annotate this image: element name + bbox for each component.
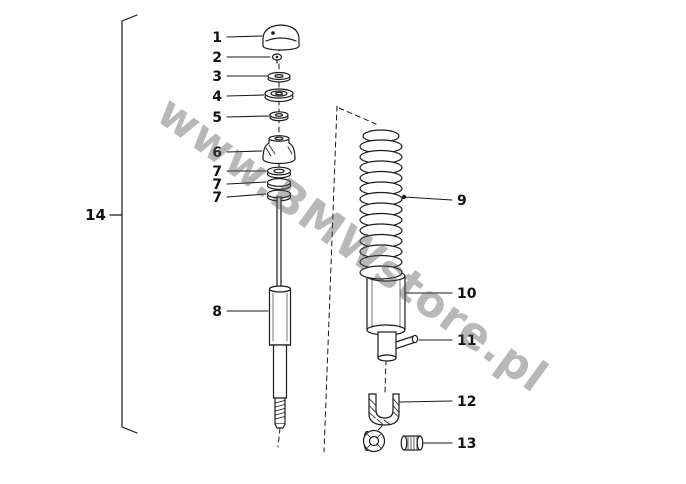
part-cap [262, 24, 300, 51]
callout-7a: 7 [212, 164, 222, 180]
callout-7c: 7 [212, 190, 222, 206]
part-washer-upper [267, 71, 291, 83]
callout-7b: 7 [212, 177, 222, 193]
part-ring [269, 111, 289, 122]
leader-1 [226, 35, 263, 38]
callout-14: 14 [85, 206, 106, 224]
part-spring-cover [366, 270, 406, 336]
callout-4: 4 [212, 89, 222, 105]
part-lower-mount-pin [377, 331, 419, 362]
callout-13: 13 [457, 436, 476, 452]
leader-9-dot [401, 194, 407, 200]
leader-4 [226, 94, 265, 97]
callout-2: 2 [212, 50, 222, 66]
leader-9 [403, 196, 453, 201]
part-bolt [271, 53, 283, 64]
group-bracket-14 [109, 14, 138, 434]
callout-11: 11 [457, 333, 476, 349]
part-cup-washer [264, 88, 294, 103]
part-damper [268, 196, 292, 429]
callout-labels: 1 2 3 4 5 6 7 7 7 8 9 10 11 12 13 14 [85, 30, 477, 452]
callout-5: 5 [212, 110, 222, 126]
part-clevis-bracket [368, 393, 400, 426]
leader-lines [226, 35, 453, 444]
part-adjusting-rings [266, 166, 292, 202]
part-knurled-nut [400, 435, 424, 451]
leader-5 [226, 115, 270, 118]
part-coil-spring [359, 129, 403, 280]
part-rubber-mount [262, 135, 296, 165]
leader-7c [226, 193, 267, 198]
leader-6 [226, 150, 263, 153]
callout-8: 8 [212, 304, 222, 320]
callout-9: 9 [457, 193, 467, 209]
leader-7b [226, 181, 267, 185]
leader-12 [399, 400, 453, 403]
callout-6: 6 [212, 145, 222, 161]
part-eye-bushing [362, 429, 386, 453]
callout-3: 3 [212, 69, 222, 85]
callout-12: 12 [457, 394, 476, 410]
callout-10: 10 [457, 286, 477, 302]
callout-1: 1 [212, 30, 222, 46]
